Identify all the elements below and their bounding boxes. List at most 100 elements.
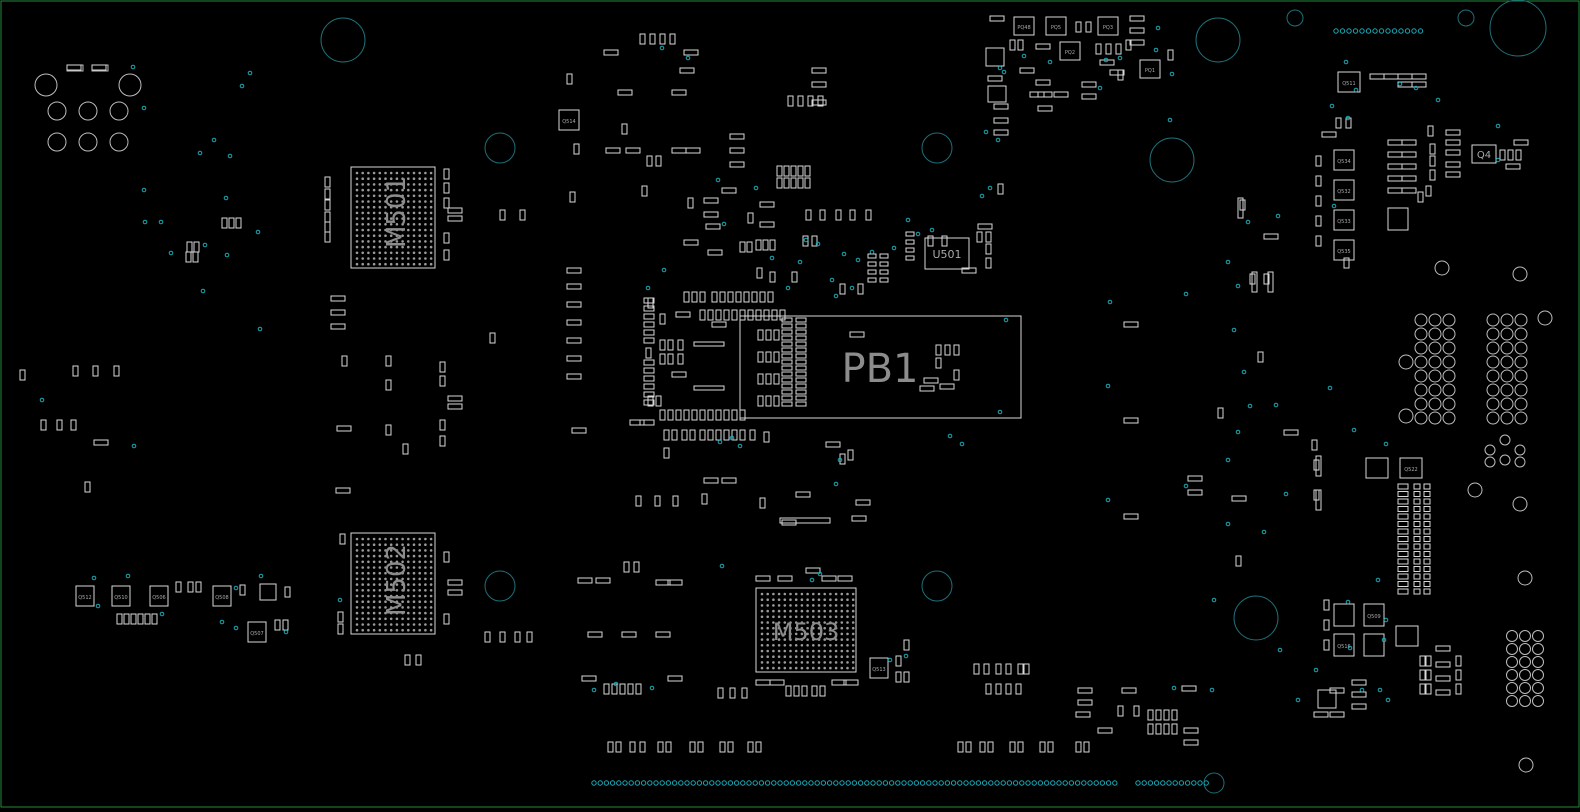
passive-part[interactable] bbox=[635, 495, 642, 507]
passive-part[interactable] bbox=[1081, 93, 1097, 100]
passive-part[interactable] bbox=[769, 679, 785, 686]
passive-part[interactable] bbox=[1075, 741, 1082, 753]
passive-part[interactable] bbox=[137, 613, 144, 625]
passive-part[interactable] bbox=[1397, 498, 1409, 505]
passive-part[interactable] bbox=[703, 211, 719, 218]
passive-part[interactable] bbox=[879, 253, 889, 259]
passive-part[interactable] bbox=[1321, 131, 1337, 138]
passive-part[interactable] bbox=[607, 741, 614, 753]
passive-part[interactable] bbox=[1419, 669, 1426, 681]
passive-part[interactable] bbox=[443, 551, 450, 563]
passive-part[interactable] bbox=[755, 239, 762, 251]
passive-part[interactable] bbox=[655, 631, 671, 638]
passive-part[interactable] bbox=[1323, 599, 1330, 611]
passive-part[interactable] bbox=[791, 271, 798, 283]
passive-part[interactable] bbox=[1035, 43, 1051, 50]
passive-part[interactable] bbox=[1039, 741, 1046, 753]
passive-part[interactable] bbox=[847, 449, 854, 461]
passive-part[interactable] bbox=[697, 741, 704, 753]
passive-part[interactable] bbox=[777, 575, 793, 582]
passive-part[interactable] bbox=[1017, 39, 1024, 51]
passive-part[interactable] bbox=[1445, 171, 1461, 178]
passive-part[interactable] bbox=[1423, 543, 1431, 550]
passive-part[interactable] bbox=[993, 103, 1009, 110]
passive-part[interactable] bbox=[1499, 149, 1506, 161]
passive-part[interactable] bbox=[151, 613, 158, 625]
passive-part[interactable] bbox=[1455, 669, 1462, 681]
passive-part[interactable] bbox=[1401, 175, 1417, 182]
passive-part[interactable] bbox=[643, 337, 655, 344]
passive-part[interactable] bbox=[973, 663, 980, 675]
passive-part[interactable] bbox=[993, 117, 1009, 124]
passive-part[interactable] bbox=[443, 249, 450, 261]
passive-part[interactable] bbox=[1423, 536, 1431, 542]
passive-part[interactable] bbox=[1397, 536, 1409, 542]
passive-part[interactable] bbox=[66, 64, 82, 71]
passive-part[interactable] bbox=[643, 359, 655, 366]
passive-part[interactable] bbox=[1047, 741, 1054, 753]
passive-part[interactable] bbox=[755, 741, 762, 753]
passive-part[interactable] bbox=[1423, 558, 1431, 565]
passive-part[interactable] bbox=[439, 435, 446, 447]
passive-part[interactable] bbox=[655, 579, 671, 586]
bga-m503[interactable]: M503 bbox=[755, 587, 857, 673]
passive-part[interactable] bbox=[1507, 149, 1514, 161]
passive-part[interactable] bbox=[1413, 558, 1421, 565]
passive-part[interactable] bbox=[985, 257, 992, 269]
passive-part[interactable] bbox=[769, 239, 776, 251]
passive-part[interactable] bbox=[667, 675, 683, 682]
passive-part[interactable] bbox=[1401, 151, 1417, 158]
passive-part[interactable] bbox=[769, 271, 776, 283]
passive-part[interactable] bbox=[1263, 273, 1270, 285]
passive-part[interactable] bbox=[781, 335, 793, 341]
passive-part[interactable] bbox=[1329, 711, 1345, 718]
passive-part[interactable] bbox=[1171, 723, 1178, 735]
bga-m501[interactable]: M501 bbox=[350, 166, 436, 269]
passive-part[interactable] bbox=[755, 309, 762, 321]
passive-part[interactable] bbox=[1423, 581, 1431, 587]
passive-part[interactable] bbox=[795, 335, 807, 341]
passive-part[interactable] bbox=[781, 329, 793, 335]
passive-part[interactable] bbox=[731, 429, 738, 441]
passive-part[interactable] bbox=[659, 33, 666, 45]
passive-part[interactable] bbox=[1005, 683, 1012, 695]
passive-part[interactable] bbox=[1413, 566, 1421, 572]
passive-part[interactable] bbox=[935, 357, 942, 369]
passive-part[interactable] bbox=[1163, 709, 1170, 721]
passive-part[interactable] bbox=[795, 341, 807, 347]
passive-part[interactable] bbox=[643, 383, 655, 390]
passive-part[interactable] bbox=[677, 353, 684, 365]
passive-part[interactable] bbox=[1425, 655, 1432, 667]
passive-part[interactable] bbox=[1105, 43, 1112, 55]
passive-part[interactable] bbox=[757, 351, 764, 363]
passive-part[interactable] bbox=[1037, 105, 1053, 112]
passive-part[interactable] bbox=[795, 359, 807, 365]
passive-part[interactable] bbox=[759, 497, 766, 509]
passive-part[interactable] bbox=[765, 351, 772, 363]
passive-part[interactable] bbox=[683, 239, 699, 246]
passive-part[interactable] bbox=[987, 741, 994, 753]
passive-part[interactable] bbox=[1397, 491, 1409, 497]
passive-part[interactable] bbox=[447, 403, 463, 410]
passive-part[interactable] bbox=[324, 188, 331, 200]
passive-part[interactable] bbox=[1315, 489, 1322, 511]
passive-part[interactable] bbox=[689, 429, 696, 441]
passive-part[interactable] bbox=[795, 365, 807, 371]
passive-part[interactable] bbox=[985, 231, 992, 243]
passive-part[interactable] bbox=[1123, 417, 1139, 424]
passive-part[interactable] bbox=[1015, 683, 1022, 695]
passive-part[interactable] bbox=[330, 309, 346, 316]
passive-part[interactable] bbox=[643, 329, 655, 336]
passive-part[interactable] bbox=[691, 291, 698, 303]
passive-part[interactable] bbox=[993, 129, 1009, 136]
passive-part[interactable] bbox=[91, 64, 107, 71]
passive-part[interactable] bbox=[1351, 691, 1367, 698]
passive-part[interactable] bbox=[439, 419, 446, 431]
passive-part[interactable] bbox=[1095, 43, 1102, 55]
passive-part[interactable] bbox=[797, 95, 804, 107]
passive-part[interactable] bbox=[723, 409, 730, 421]
passive-part[interactable] bbox=[633, 561, 640, 573]
passive-part[interactable] bbox=[1163, 723, 1170, 735]
passive-part[interactable] bbox=[447, 215, 463, 222]
passive-part[interactable] bbox=[879, 261, 889, 267]
